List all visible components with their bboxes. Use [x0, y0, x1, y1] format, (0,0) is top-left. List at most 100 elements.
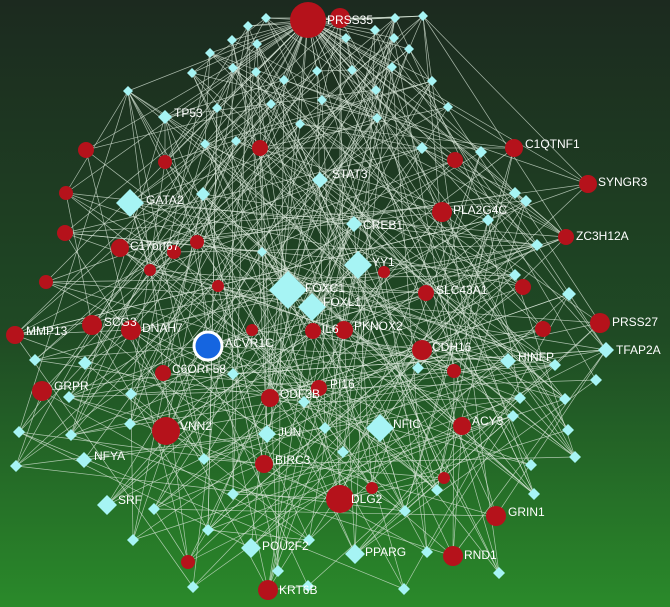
edge — [514, 192, 601, 324]
node-minor-80 — [525, 459, 537, 471]
edge — [162, 372, 320, 389]
edge — [130, 161, 166, 395]
node-c1qtnf1 — [505, 139, 523, 157]
node-minor-76 — [438, 472, 450, 484]
edge — [65, 192, 438, 491]
edge — [153, 200, 527, 510]
edge — [153, 508, 189, 563]
edge — [207, 345, 445, 479]
node-minor-69 — [562, 424, 574, 436]
label-tfap2a: TFAP2A — [616, 343, 661, 357]
edge — [270, 103, 500, 574]
node-tfap2a — [598, 342, 614, 358]
node-dnah7 — [121, 320, 141, 340]
node-minor-64 — [125, 388, 137, 400]
edge — [207, 274, 516, 347]
node-minor-43 — [378, 266, 390, 278]
edge — [379, 427, 406, 512]
edge — [127, 90, 205, 460]
edge — [202, 193, 500, 574]
node-minor-6 — [341, 33, 351, 43]
edge — [307, 19, 544, 330]
label-yy1: YY1 — [372, 255, 395, 269]
edge — [162, 67, 234, 374]
label-tp53: TP53 — [174, 106, 203, 120]
edge — [319, 179, 419, 369]
edge — [421, 147, 567, 238]
label-krt6b: KRT6B — [279, 583, 317, 597]
edge — [259, 147, 385, 273]
edge — [287, 37, 395, 291]
node-minor-42 — [212, 280, 224, 292]
node-acvr1c — [192, 330, 224, 362]
edge — [321, 17, 341, 101]
node-minor-26 — [212, 103, 222, 113]
edge — [41, 328, 544, 392]
node-minor-73 — [198, 453, 210, 465]
node-minor-89 — [272, 565, 284, 577]
edge — [422, 15, 567, 238]
edge — [187, 349, 607, 563]
label-c6orf58: C6ORF58 — [172, 362, 226, 376]
edge — [277, 79, 285, 572]
edge — [119, 193, 204, 249]
node-pou2f2 — [241, 538, 261, 558]
edge — [130, 329, 268, 435]
node-minor-88 — [303, 534, 315, 546]
node-minor-65 — [65, 429, 77, 441]
edge — [311, 159, 456, 308]
edge — [266, 433, 406, 512]
node-minor-39 — [257, 247, 267, 257]
node-minor-78 — [431, 484, 443, 496]
edge — [207, 415, 514, 531]
edge — [129, 70, 318, 204]
node-minor-51 — [482, 214, 494, 226]
label-stat3: STAT3 — [332, 167, 368, 181]
edge — [68, 373, 234, 398]
node-minor-31 — [252, 140, 268, 156]
edge — [164, 25, 249, 163]
node-grin1 — [486, 506, 506, 526]
edge — [394, 17, 516, 276]
label-mmp13: MMP13 — [26, 324, 68, 338]
edge — [45, 19, 309, 283]
edge — [374, 29, 535, 495]
node-minor-92 — [187, 581, 199, 593]
edge — [65, 19, 309, 194]
label-grpr: GRPR — [54, 379, 89, 393]
edge — [129, 140, 237, 425]
node-minor-18 — [312, 66, 322, 76]
edge — [18, 362, 86, 433]
edge — [204, 143, 428, 553]
edge — [393, 37, 597, 381]
edge — [207, 48, 410, 531]
node-minor-90 — [398, 583, 410, 595]
edge — [196, 241, 209, 347]
edge — [343, 329, 535, 495]
node-minor-4 — [261, 13, 271, 23]
edge — [307, 19, 527, 202]
edge — [68, 379, 597, 398]
label-acy3: ACY3 — [472, 414, 504, 428]
edge — [18, 19, 309, 433]
label-foxc1: FOXC1 — [305, 281, 345, 295]
edge — [383, 271, 428, 553]
label-odf3b: ODF3B — [280, 387, 320, 401]
edge — [162, 117, 378, 374]
edge — [391, 66, 482, 153]
node-minor-46 — [447, 152, 463, 168]
edge — [487, 219, 521, 399]
edge — [65, 192, 556, 366]
edge — [192, 43, 258, 588]
node-minor-14 — [187, 68, 197, 78]
edge — [319, 179, 556, 366]
node-minor-38 — [190, 235, 204, 249]
node-rnd1 — [443, 546, 463, 566]
edge — [307, 19, 569, 431]
edge — [204, 19, 309, 145]
node-minor-15 — [123, 86, 133, 96]
edge — [34, 359, 305, 403]
edge — [453, 360, 509, 372]
edge — [307, 19, 433, 82]
